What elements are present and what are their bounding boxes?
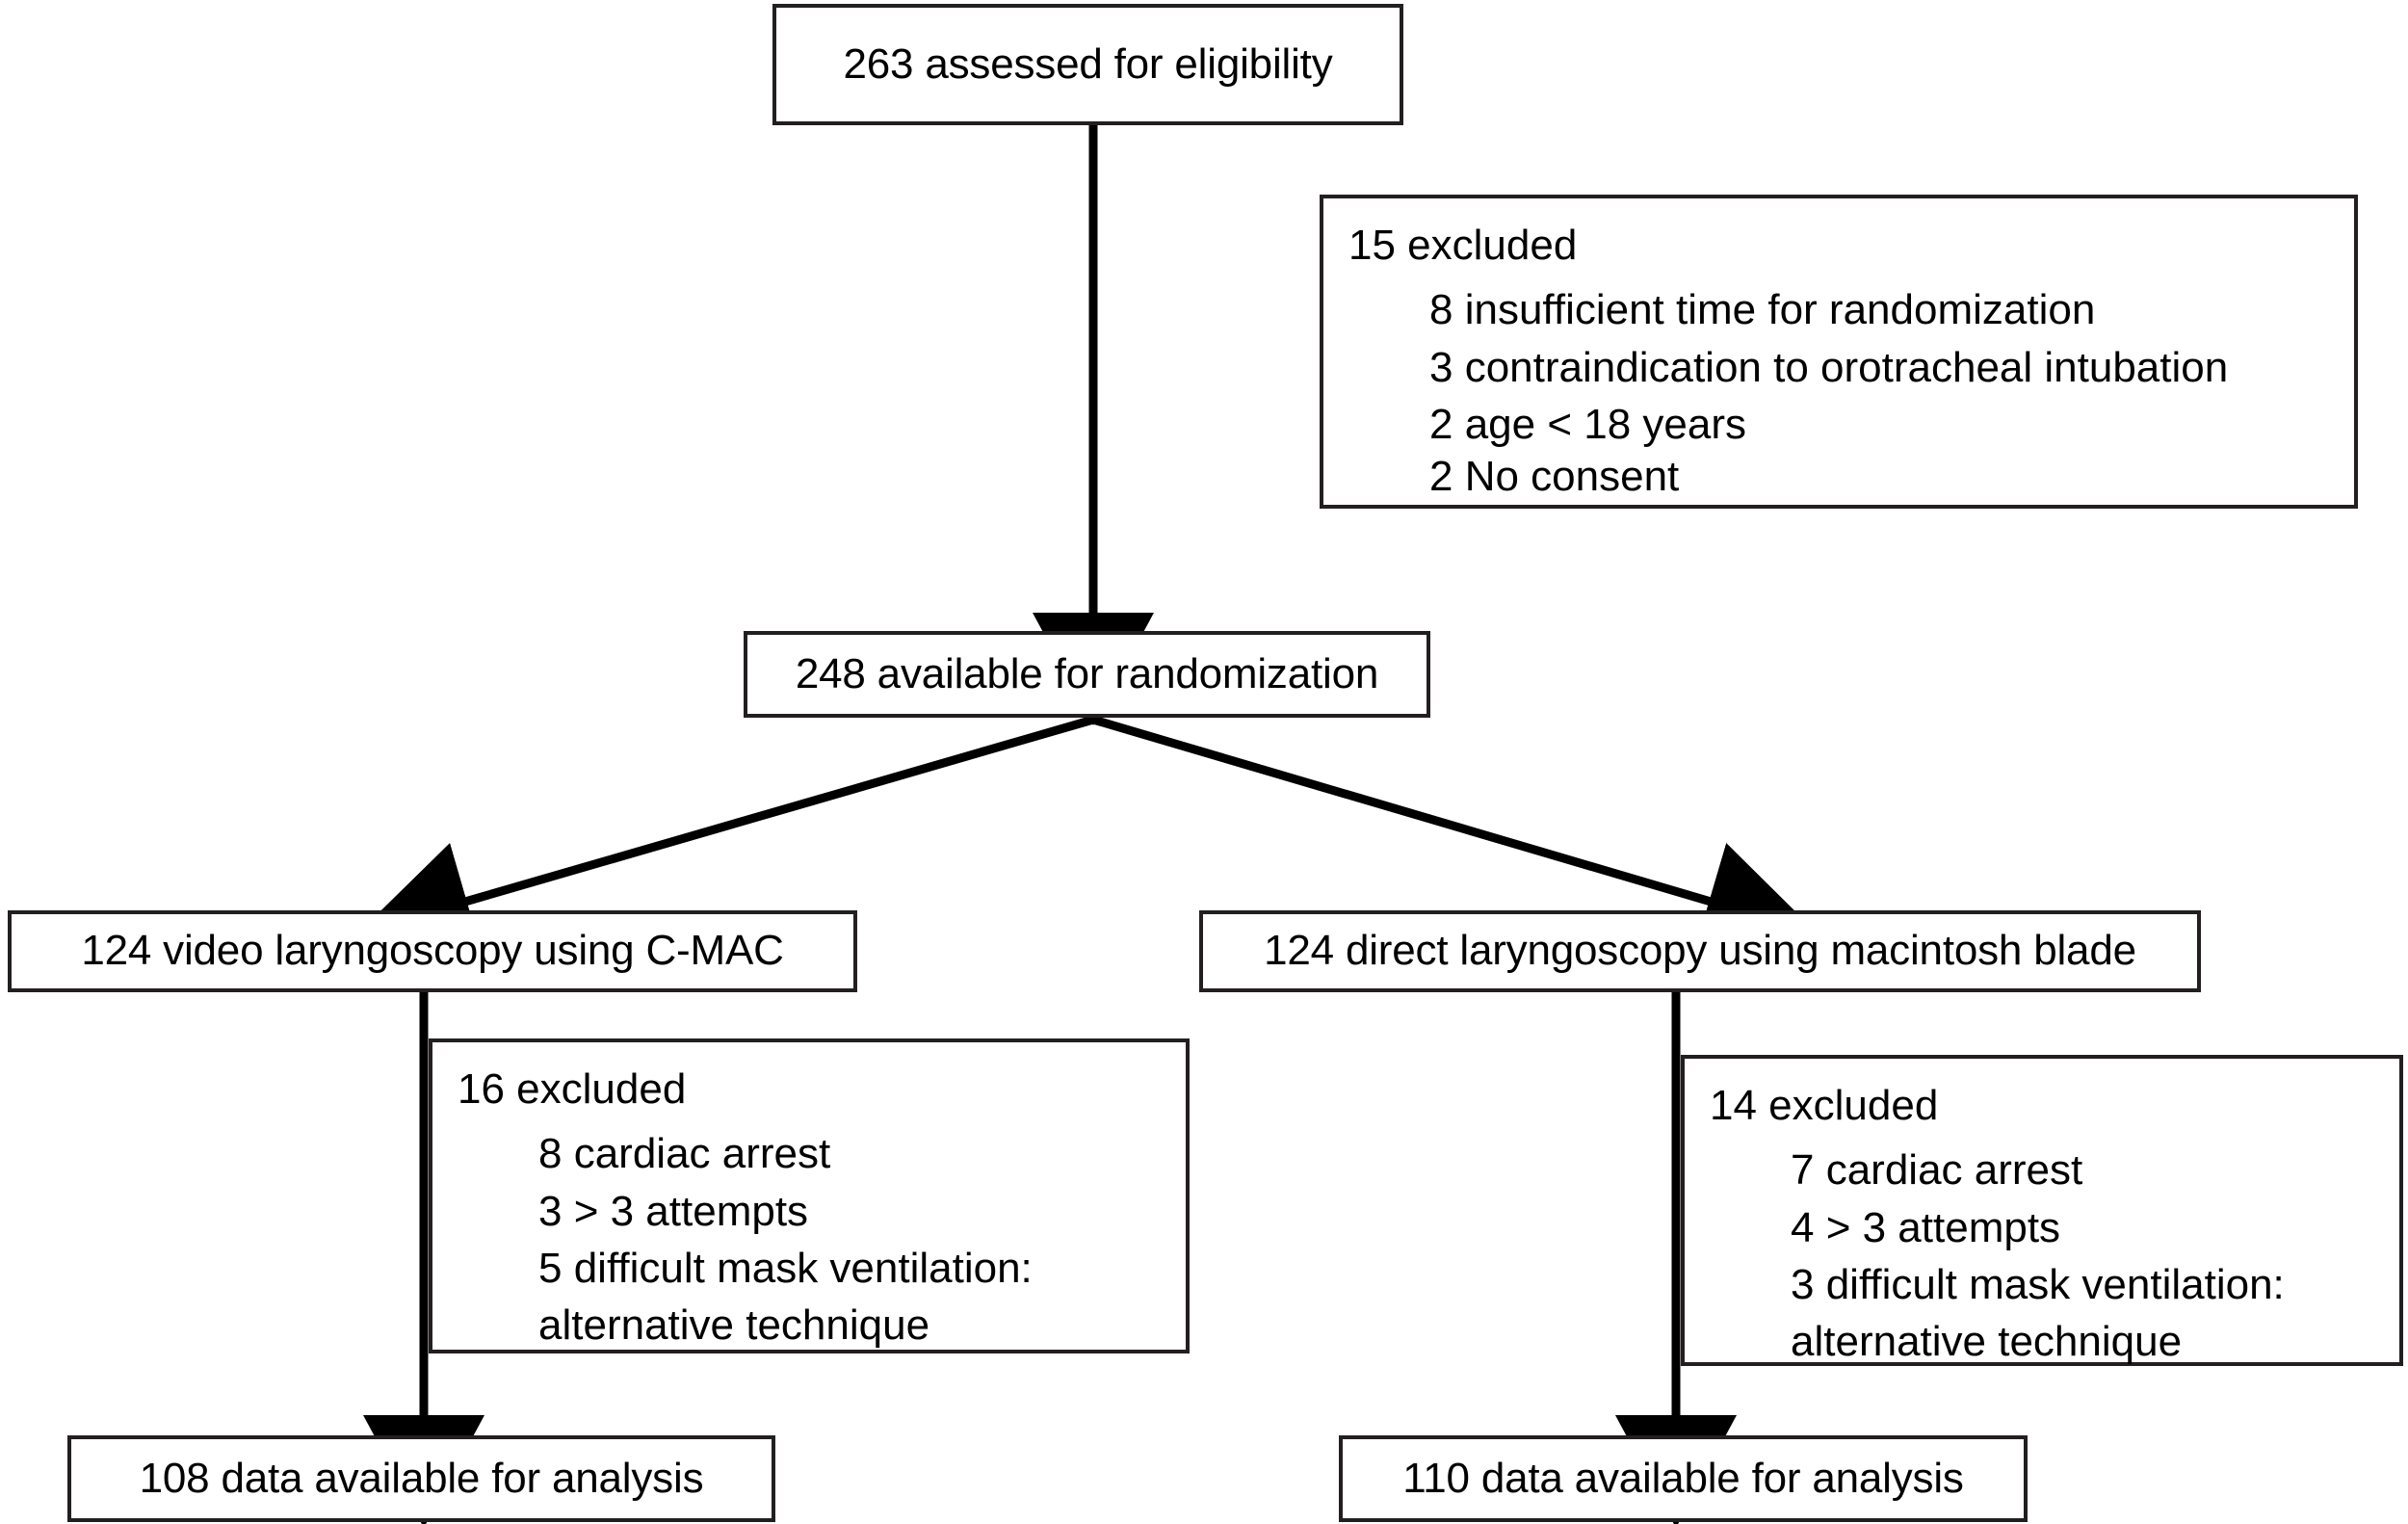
- node-analysis-video-arm: 108 data available for analysis: [67, 1435, 775, 1522]
- connector-randomized-to-video-arm: [358, 715, 1095, 960]
- node-assessed-label: 263 assessed for eligibility: [843, 39, 1333, 88]
- node-analysis-direct-arm: 110 data available for analysis: [1339, 1435, 2028, 1522]
- node-arm-direct-laryngoscopy: 124 direct laryngoscopy using macintosh …: [1199, 910, 2201, 992]
- node-excluded-pre-randomization: 15 excluded 8 insufficient time for rand…: [1320, 195, 2358, 509]
- excluded-direct-continuation: alternative technique: [1791, 1318, 2183, 1366]
- excluded-video-continuation: alternative technique: [538, 1301, 930, 1350]
- list-item: 2 No consent: [1429, 453, 1680, 501]
- node-arm-video-laryngoscopy: 124 video laryngoscopy using C-MAC: [8, 910, 857, 992]
- list-item: 3 difficult mask ventilation:: [1791, 1260, 2285, 1308]
- excluded-direct-reason-list: 7 cardiac arrest 4 > 3 attempts 3 diffic…: [1710, 1142, 2399, 1313]
- node-arm-direct-label: 124 direct laryngoscopy using macintosh …: [1264, 927, 2136, 975]
- node-analysis-video-label: 108 data available for analysis: [139, 1454, 704, 1502]
- node-available-for-randomization: 248 available for randomization: [744, 631, 1430, 718]
- list-item: 7 cardiac arrest: [1791, 1146, 2083, 1195]
- list-item: 3 > 3 attempts: [538, 1187, 809, 1235]
- connector-randomized-to-direct-arm: [1091, 715, 1818, 959]
- node-excluded-direct-arm: 14 excluded 7 cardiac arrest 4 > 3 attem…: [1681, 1055, 2403, 1366]
- node-excluded-video-arm: 16 excluded 8 cardiac arrest 3 > 3 attem…: [429, 1038, 1190, 1353]
- list-item: 2 age < 18 years: [1429, 400, 1747, 448]
- node-randomized-label: 248 available for randomization: [795, 649, 1379, 697]
- list-item: 3 contraindication to orotracheal intuba…: [1429, 343, 2229, 391]
- excluded-pre-reason-list: 8 insufficient time for randomization 3 …: [1348, 281, 2354, 500]
- excluded-pre-heading: 15 excluded: [1348, 222, 1578, 269]
- node-analysis-direct-label: 110 data available for analysis: [1402, 1454, 1964, 1502]
- list-item: 4 > 3 attempts: [1791, 1203, 2061, 1251]
- node-assessed-for-eligibility: 263 assessed for eligibility: [772, 4, 1403, 125]
- list-item: 5 difficult mask ventilation:: [538, 1244, 1033, 1292]
- list-item: 8 cardiac arrest: [538, 1130, 831, 1178]
- excluded-direct-heading: 14 excluded: [1710, 1082, 1939, 1129]
- excluded-video-heading: 16 excluded: [458, 1065, 687, 1113]
- list-item: 8 insufficient time for randomization: [1429, 286, 2096, 334]
- excluded-video-reason-list: 8 cardiac arrest 3 > 3 attempts 5 diffic…: [458, 1125, 1186, 1297]
- node-arm-video-label: 124 video laryngoscopy using C-MAC: [81, 927, 784, 975]
